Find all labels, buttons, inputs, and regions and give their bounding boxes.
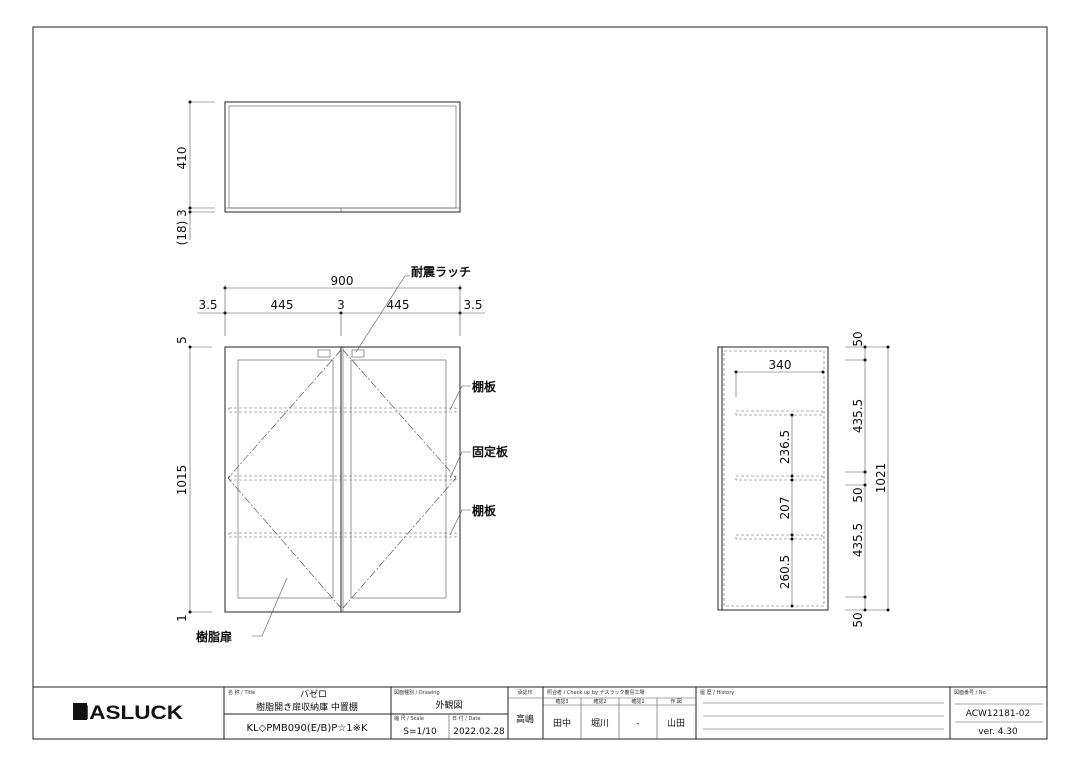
dim-3-5-right: 3.5 bbox=[463, 298, 482, 312]
check-label: 照合者 / Check up by ナスラック鹿島工場 bbox=[547, 689, 645, 696]
dim-435-5-upper: 435.5 bbox=[851, 399, 865, 433]
nasluck-logo: NASLUCK bbox=[73, 703, 183, 724]
check-col-2: 確認2 bbox=[593, 698, 606, 705]
approver: 高嶋 bbox=[516, 713, 534, 725]
drafter: 山田 bbox=[667, 718, 685, 729]
label-latch: 耐震ラッチ bbox=[411, 264, 471, 279]
date-label: 日 付 / Date bbox=[452, 715, 480, 722]
dim-207: 207 bbox=[778, 497, 792, 520]
checker-1: - bbox=[636, 719, 639, 729]
dim-1: 1 bbox=[175, 614, 189, 622]
approval-label: 承認印 bbox=[517, 689, 532, 696]
check-col-1: 確認1 bbox=[631, 698, 644, 705]
dim-445-right: 445 bbox=[387, 298, 410, 312]
version: ver. 4.30 bbox=[978, 727, 1018, 737]
front-view: 900 3.5 445 3 445 3.5 5 1015 1 耐震ラッチ 棚板 … bbox=[175, 264, 509, 644]
title-main: バゼロ bbox=[300, 688, 327, 700]
dim-3-center: 3 bbox=[337, 298, 345, 312]
label-shelf-lower: 棚板 bbox=[472, 503, 497, 518]
top-view: 410 3 (18) bbox=[175, 100, 461, 246]
dim-435-5-lower: 435.5 bbox=[851, 523, 865, 557]
dim-236-5: 236.5 bbox=[778, 430, 792, 464]
drawing-number: ACW12181-02 bbox=[966, 709, 1031, 719]
model-number: KL◇PMB090(E/B)P☆1※K bbox=[246, 723, 368, 734]
dim-5: 5 bbox=[175, 336, 189, 344]
drawing-label: 図面種別 / Drawing bbox=[394, 689, 440, 696]
title-block: NASLUCK 名 称 / Title バゼロ 樹脂開き扉収納庫 中置棚 KL◇… bbox=[32, 686, 1048, 740]
dim-340: 340 bbox=[769, 358, 792, 372]
side-view: 340 236.5 207 260.5 50 435.5 50 435.5 50… bbox=[717, 331, 890, 628]
scale-label: 縮 尺 / Scale bbox=[394, 715, 424, 722]
dim-depth-410: 410 bbox=[175, 147, 189, 170]
latch-icon bbox=[351, 349, 365, 358]
dim-1021: 1021 bbox=[874, 463, 888, 494]
history-label: 履 歴 / History bbox=[700, 690, 734, 696]
dim-3: 3 bbox=[175, 209, 189, 217]
label-resin-door: 樹脂扉 bbox=[196, 629, 232, 644]
dim-18: (18) bbox=[175, 221, 189, 246]
dim-3-5-left: 3.5 bbox=[198, 298, 217, 312]
title-label: 名 称 / Title bbox=[228, 689, 255, 696]
check-col-draft: 作 図 bbox=[670, 698, 682, 705]
dim-width-900: 900 bbox=[331, 274, 354, 288]
checker-2: 堀川 bbox=[591, 718, 609, 729]
checker-3: 田中 bbox=[553, 717, 571, 729]
date-value: 2022.02.28 bbox=[453, 727, 505, 737]
number-label: 図面番号 / No. bbox=[954, 689, 988, 696]
dim-260-5: 260.5 bbox=[778, 555, 792, 589]
logo-text: NASLUCK bbox=[73, 703, 183, 724]
latch-icon bbox=[317, 349, 331, 358]
dim-1015: 1015 bbox=[175, 465, 189, 496]
dim-50-bottom: 50 bbox=[851, 612, 865, 627]
check-col-3: 確認3 bbox=[555, 698, 568, 705]
scale-value: S=1/10 bbox=[403, 727, 437, 737]
dim-445-left: 445 bbox=[271, 298, 294, 312]
label-shelf-upper: 棚板 bbox=[472, 379, 497, 394]
dim-50-top: 50 bbox=[851, 331, 865, 346]
title-sub: 樹脂開き扉収納庫 中置棚 bbox=[256, 701, 358, 713]
sheet-border bbox=[32, 26, 1048, 740]
dim-50-middle: 50 bbox=[851, 487, 865, 502]
drawing-type: 外観図 bbox=[435, 699, 462, 711]
label-fixed-board: 固定板 bbox=[472, 444, 509, 459]
